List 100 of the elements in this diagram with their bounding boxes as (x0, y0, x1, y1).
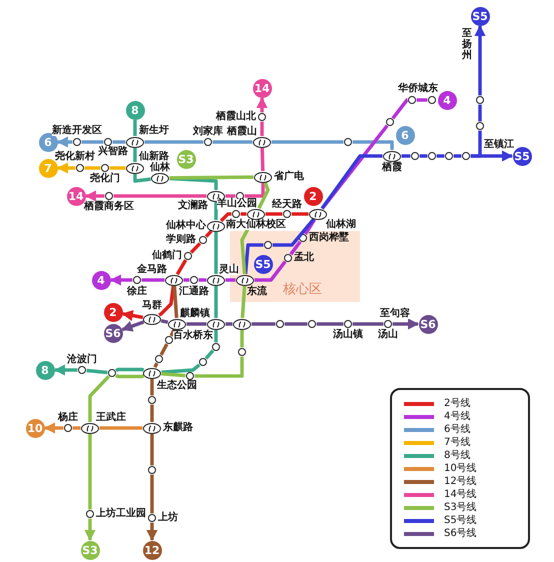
arrow (84, 518, 96, 542)
arrow (84, 190, 104, 202)
line-segment (194, 356, 244, 378)
station-dot (238, 348, 246, 356)
arrow (392, 318, 420, 330)
line-segment (352, 322, 384, 326)
station-dot (108, 369, 116, 377)
station-dot (184, 252, 192, 260)
line-segment (420, 154, 428, 158)
station-dot (76, 164, 84, 172)
station-dot (276, 320, 284, 328)
interchange-icon (207, 220, 225, 232)
arrow (470, 150, 514, 162)
line-segment (150, 434, 154, 466)
station-dot (199, 236, 207, 244)
line-segment (112, 140, 126, 144)
line-segment (169, 176, 218, 190)
arrow (56, 162, 76, 174)
station-dot (476, 122, 484, 130)
line-badge: 14 (66, 186, 86, 206)
line-segment (402, 154, 410, 158)
station-label: 华侨城东 (398, 84, 438, 94)
station-label: 生态公园 (157, 381, 197, 391)
station-dot (476, 96, 484, 104)
legend-label: 12号线 (444, 476, 477, 486)
line-segment (158, 286, 176, 317)
line-segment (84, 166, 100, 170)
interchange-icon (81, 422, 99, 434)
station-dot (204, 138, 212, 146)
interchange-icon (168, 318, 186, 330)
station-dot (384, 320, 392, 328)
interchange-icon (233, 318, 251, 330)
line-segment (226, 194, 236, 198)
direction-label: 至扬州 (462, 28, 472, 61)
line-badge: S6 (418, 314, 438, 334)
arrow (54, 364, 78, 376)
station-label: 徐庄 (127, 287, 147, 297)
line-segment (186, 322, 206, 326)
station-dot (344, 138, 352, 146)
line-segment (214, 330, 218, 342)
line-segment (244, 183, 265, 198)
line-badge: S6 (104, 324, 122, 342)
line-segment (144, 140, 204, 144)
station-dot (212, 343, 220, 351)
line-segment (320, 124, 389, 210)
station-label: 东流 (247, 287, 267, 297)
arrow (256, 96, 268, 112)
station-label: 西岗桦墅 (309, 233, 349, 243)
station-dot (190, 276, 198, 284)
line-badge: 6 (396, 126, 414, 144)
line-badge: 4 (438, 90, 456, 110)
station-dot (264, 241, 272, 249)
line-segment (454, 154, 462, 158)
line-segment (115, 374, 144, 378)
line-segment (272, 140, 344, 144)
line-badge: S3 (176, 150, 196, 168)
interchange-icon (143, 314, 161, 324)
line-badge: 8 (36, 360, 54, 380)
station-dot (386, 118, 394, 126)
station-dot (283, 210, 291, 218)
station-label: 沧波门 (67, 355, 97, 365)
station-dot (104, 138, 112, 146)
line-segment (214, 286, 218, 318)
station-label: 栖霞商务区 (84, 202, 134, 212)
station-dot (165, 336, 173, 344)
line-segment (204, 230, 212, 238)
interchange-icon (165, 274, 183, 286)
interchange-icon (207, 274, 225, 286)
line-segment (86, 368, 108, 374)
arrow (44, 422, 64, 434)
line-segment (220, 212, 232, 222)
line-segment (153, 362, 158, 368)
station-label: 王武庄 (96, 413, 126, 423)
station-dot (344, 320, 352, 328)
arrow (122, 310, 144, 322)
station-dot (232, 210, 240, 218)
line-badge: 4 (92, 270, 110, 290)
legend-label: 4号线 (444, 412, 470, 422)
line-segment (160, 319, 168, 324)
station-label: 百水桥东 (173, 331, 213, 341)
station-label: 栖霞山 (227, 127, 257, 137)
arrow (121, 320, 144, 332)
line-segment (391, 98, 409, 120)
station-label: 仙鹤门 (152, 251, 182, 261)
line-segment (212, 140, 252, 144)
line-segment (292, 212, 308, 216)
station-dot (148, 514, 156, 522)
station-label: 省广电 (274, 172, 304, 182)
arrow (110, 274, 132, 286)
line-segment (110, 166, 126, 170)
interchange-icon (309, 208, 327, 220)
interchange-icon (143, 422, 161, 434)
station-label: 金马路 (137, 265, 167, 275)
line-segment (114, 194, 206, 198)
line-segment (161, 372, 186, 378)
line-segment (214, 232, 218, 274)
legend-label: 2号线 (444, 398, 470, 408)
legend-label: 14号线 (444, 490, 477, 500)
station-dot (148, 466, 156, 474)
legend-label: S3号线 (444, 502, 477, 512)
